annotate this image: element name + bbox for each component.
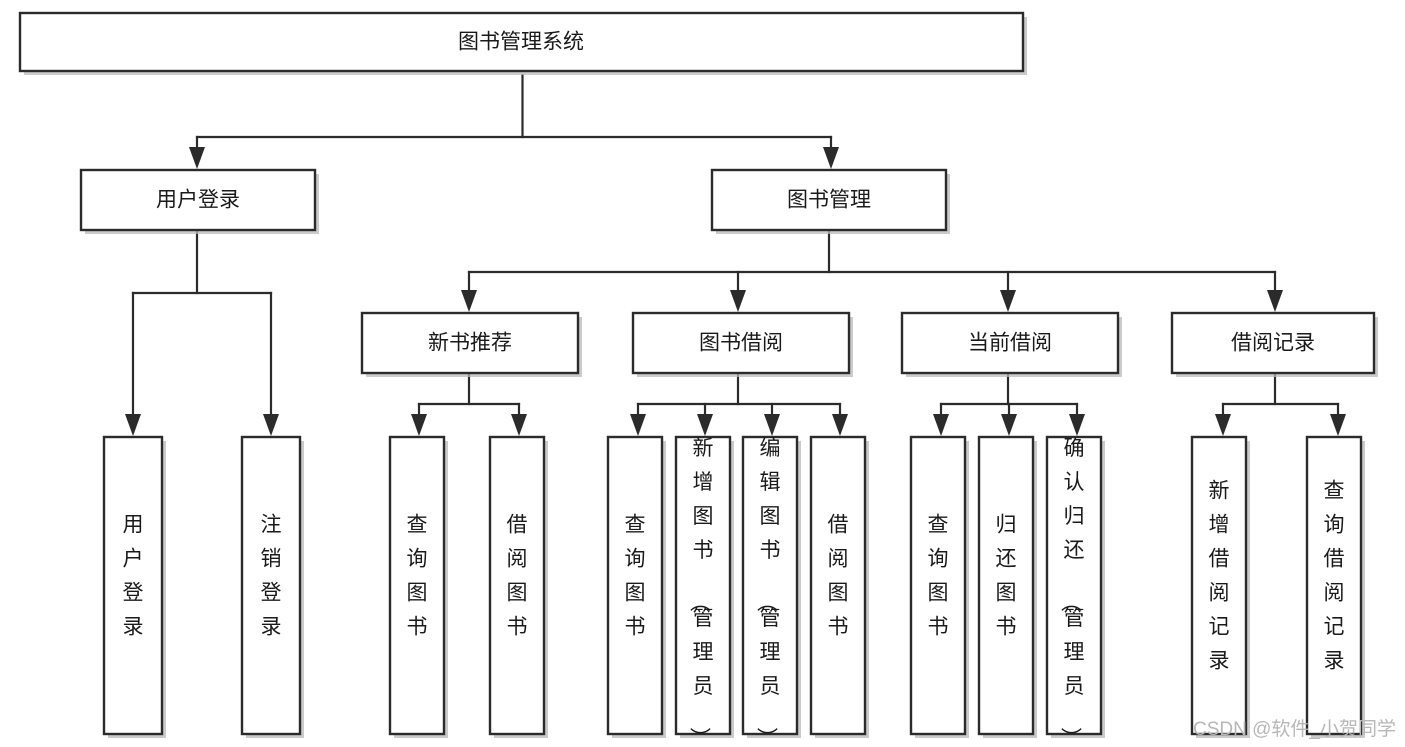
leaf-query-book-a-box bbox=[388, 435, 446, 736]
node-leaf-add-book[interactable]: 新增图书（管理员） bbox=[674, 435, 734, 747]
borrow-record-label: 借阅记录 bbox=[1231, 332, 1315, 355]
node-leaf-query-record[interactable]: 查询借阅记录 bbox=[1305, 435, 1365, 738]
node-book-borrow[interactable]: 图书借阅 bbox=[631, 311, 853, 377]
leaf-borrow-book-a-box bbox=[488, 435, 546, 736]
arrowhead-leaf-edit-book bbox=[764, 414, 780, 436]
node-leaf-user-login[interactable]: 用户登录 bbox=[102, 435, 166, 738]
leaf-add-book-label: 新增图书（管理员） bbox=[688, 437, 714, 747]
leaf-edit-book-label: 编辑图书（管理员） bbox=[755, 437, 781, 747]
node-leaf-borrow-book-a[interactable]: 借阅图书 bbox=[488, 435, 548, 738]
leaf-user-login-label: 用户登录 bbox=[123, 514, 144, 639]
arrowhead-leaf-add-book bbox=[697, 414, 713, 436]
arrowhead-leaf-return-book bbox=[1001, 414, 1017, 436]
leaf-add-record-box bbox=[1190, 435, 1248, 736]
node-user-login[interactable]: 用户登录 bbox=[79, 168, 319, 234]
node-root[interactable]: 图书管理系统 bbox=[18, 11, 1027, 75]
new-book-rec-label: 新书推荐 bbox=[428, 332, 512, 355]
node-leaf-query-book-c[interactable]: 查询图书 bbox=[909, 435, 969, 738]
leaf-edit-book-box bbox=[741, 435, 799, 736]
node-leaf-edit-book[interactable]: 编辑图书（管理员） bbox=[741, 435, 801, 747]
arrowhead-book-mgmt bbox=[823, 147, 839, 169]
root-label: 图书管理系统 bbox=[458, 31, 584, 54]
leaf-query-book-c-box bbox=[909, 435, 967, 736]
node-new-book-rec[interactable]: 新书推荐 bbox=[360, 311, 582, 377]
node-leaf-confirm-return[interactable]: 确认归还（管理员） bbox=[1045, 435, 1105, 747]
current-borrow-box bbox=[900, 311, 1120, 375]
current-borrow-label: 当前借阅 bbox=[968, 332, 1052, 355]
leaf-query-book-c-label: 查询图书 bbox=[928, 514, 949, 639]
arrowhead-leaf-borrow-book-b bbox=[832, 414, 848, 436]
connector-layer bbox=[125, 73, 1346, 436]
leaf-query-record-box bbox=[1305, 435, 1363, 736]
arrowhead-leaf-logout bbox=[263, 414, 279, 436]
leaf-borrow-book-a-label: 借阅图书 bbox=[507, 514, 528, 639]
leaf-return-book-label: 归还图书 bbox=[996, 514, 1017, 639]
leaf-add-book-box bbox=[674, 435, 732, 736]
leaf-borrow-book-b-box bbox=[809, 435, 867, 736]
arrowhead-leaf-query-book-b bbox=[630, 414, 646, 436]
leaf-query-record-label: 查询借阅记录 bbox=[1324, 480, 1345, 673]
arrowhead-new-book-rec bbox=[461, 290, 477, 312]
arrowhead-leaf-query-book-a bbox=[411, 414, 427, 436]
leaf-user-login-box bbox=[102, 435, 164, 736]
new-book-rec-box bbox=[360, 311, 580, 375]
leaf-confirm-return-label: 确认归还（管理员） bbox=[1059, 437, 1085, 747]
arrowhead-leaf-query-book-c bbox=[933, 414, 949, 436]
node-current-borrow[interactable]: 当前借阅 bbox=[900, 311, 1122, 377]
leaf-return-book-box bbox=[977, 435, 1035, 736]
node-leaf-add-record[interactable]: 新增借阅记录 bbox=[1190, 435, 1250, 738]
leaf-borrow-book-b-label: 借阅图书 bbox=[828, 514, 849, 639]
book-mgmt-label: 图书管理 bbox=[787, 189, 871, 212]
user-login-label: 用户登录 bbox=[156, 189, 240, 212]
leaf-logout-box bbox=[240, 435, 302, 736]
borrow-record-box bbox=[1170, 311, 1376, 375]
arrowhead-user-login bbox=[189, 147, 205, 169]
node-borrow-record[interactable]: 借阅记录 bbox=[1170, 311, 1378, 377]
node-book-mgmt[interactable]: 图书管理 bbox=[710, 168, 950, 234]
arrowhead-borrow-record bbox=[1267, 290, 1283, 312]
leaf-query-book-b-label: 查询图书 bbox=[625, 514, 646, 639]
node-leaf-logout[interactable]: 注销登录 bbox=[240, 435, 304, 738]
arrowhead-leaf-confirm-return bbox=[1069, 414, 1085, 436]
book-borrow-box bbox=[631, 311, 851, 375]
leaf-add-record-label: 新增借阅记录 bbox=[1209, 480, 1230, 673]
user-login-box bbox=[79, 168, 317, 232]
arrowhead-leaf-add-record bbox=[1215, 414, 1231, 436]
book-borrow-label: 图书借阅 bbox=[699, 332, 783, 355]
leaf-query-book-b-box bbox=[606, 435, 664, 736]
arrowhead-current-borrow bbox=[1000, 290, 1016, 312]
leaf-logout-label: 注销登录 bbox=[261, 514, 282, 639]
node-leaf-query-book-b[interactable]: 查询图书 bbox=[606, 435, 666, 738]
arrowhead-book-borrow bbox=[730, 290, 746, 312]
book-mgmt-box bbox=[710, 168, 948, 232]
node-leaf-borrow-book-b[interactable]: 借阅图书 bbox=[809, 435, 869, 738]
node-leaf-query-book-a[interactable]: 查询图书 bbox=[388, 435, 448, 738]
leaf-confirm-return-box bbox=[1045, 435, 1103, 736]
node-leaf-return-book[interactable]: 归还图书 bbox=[977, 435, 1037, 738]
arrowhead-leaf-user-login bbox=[125, 414, 141, 436]
watermark-label: CSDN @软件_小贺同学 bbox=[1193, 718, 1396, 740]
leaf-query-book-a-label: 查询图书 bbox=[407, 514, 428, 639]
arrowhead-leaf-borrow-book-a bbox=[511, 414, 527, 436]
root-box bbox=[18, 11, 1025, 73]
arrowhead-leaf-query-record bbox=[1330, 414, 1346, 436]
